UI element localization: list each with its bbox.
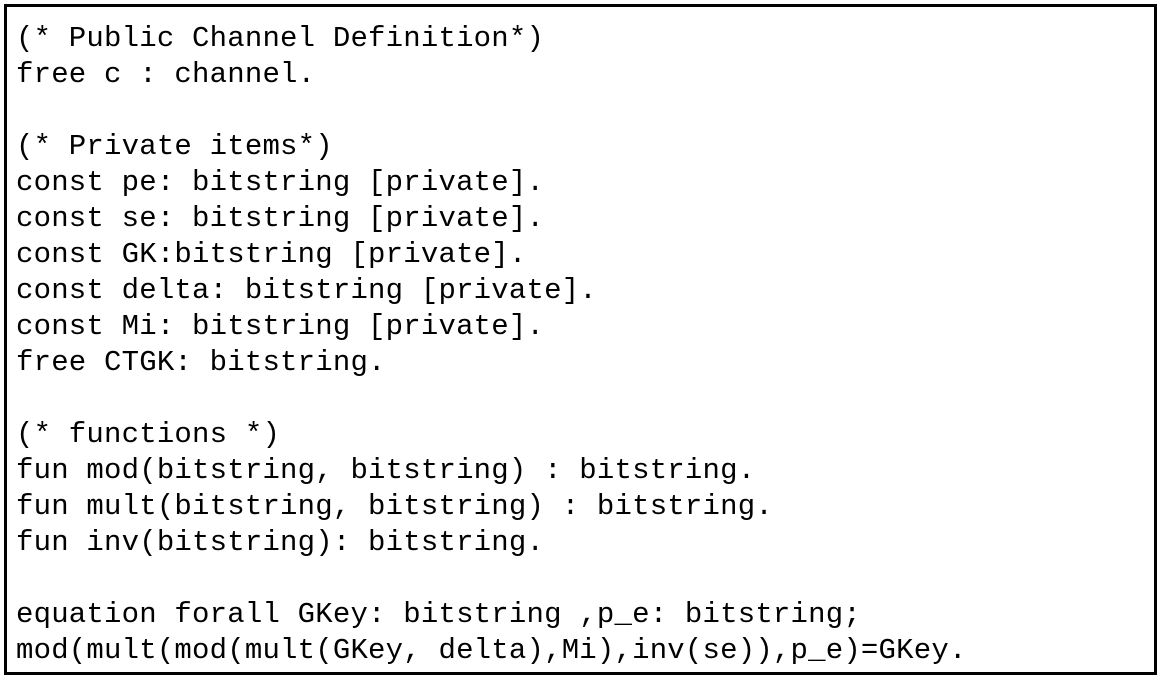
code-line-const-pe: const pe: bitstring [private]. — [16, 166, 545, 199]
code-line-const-mi: const Mi: bitstring [private]. — [16, 310, 545, 343]
code-line-const-delta: const delta: bitstring [private]. — [16, 274, 597, 307]
code-line-const-gk: const GK:bitstring [private]. — [16, 238, 527, 271]
code-listing: (* Public Channel Definition*)free c : c… — [16, 21, 967, 669]
code-line-equation: equation forall GKey: bitstring ,p_e: bi… — [16, 598, 861, 631]
code-line-fun-mult: fun mult(bitstring, bitstring) : bitstri… — [16, 490, 773, 523]
code-line-const-se: const se: bitstring [private]. — [16, 202, 545, 235]
code-line-comment-private-items: (* Private items*) — [16, 130, 333, 163]
code-blank-line — [16, 561, 967, 597]
code-line-free-ctgk: free CTGK: bitstring. — [16, 346, 386, 379]
code-listing-box: (* Public Channel Definition*)free c : c… — [4, 4, 1157, 675]
code-line-comment-public-channel: (* Public Channel Definition*) — [16, 22, 545, 55]
code-blank-line — [16, 93, 967, 129]
code-line-free-channel: free c : channel. — [16, 58, 316, 91]
code-line-comment-functions: (* functions *) — [16, 418, 281, 451]
code-blank-line — [16, 381, 967, 417]
code-line-fun-inv: fun inv(bitstring): bitstring. — [16, 526, 545, 559]
code-line-fun-mod: fun mod(bitstring, bitstring) : bitstrin… — [16, 454, 756, 487]
code-line-equation-body: mod(mult(mod(mult(GKey, delta),Mi),inv(s… — [16, 634, 967, 667]
